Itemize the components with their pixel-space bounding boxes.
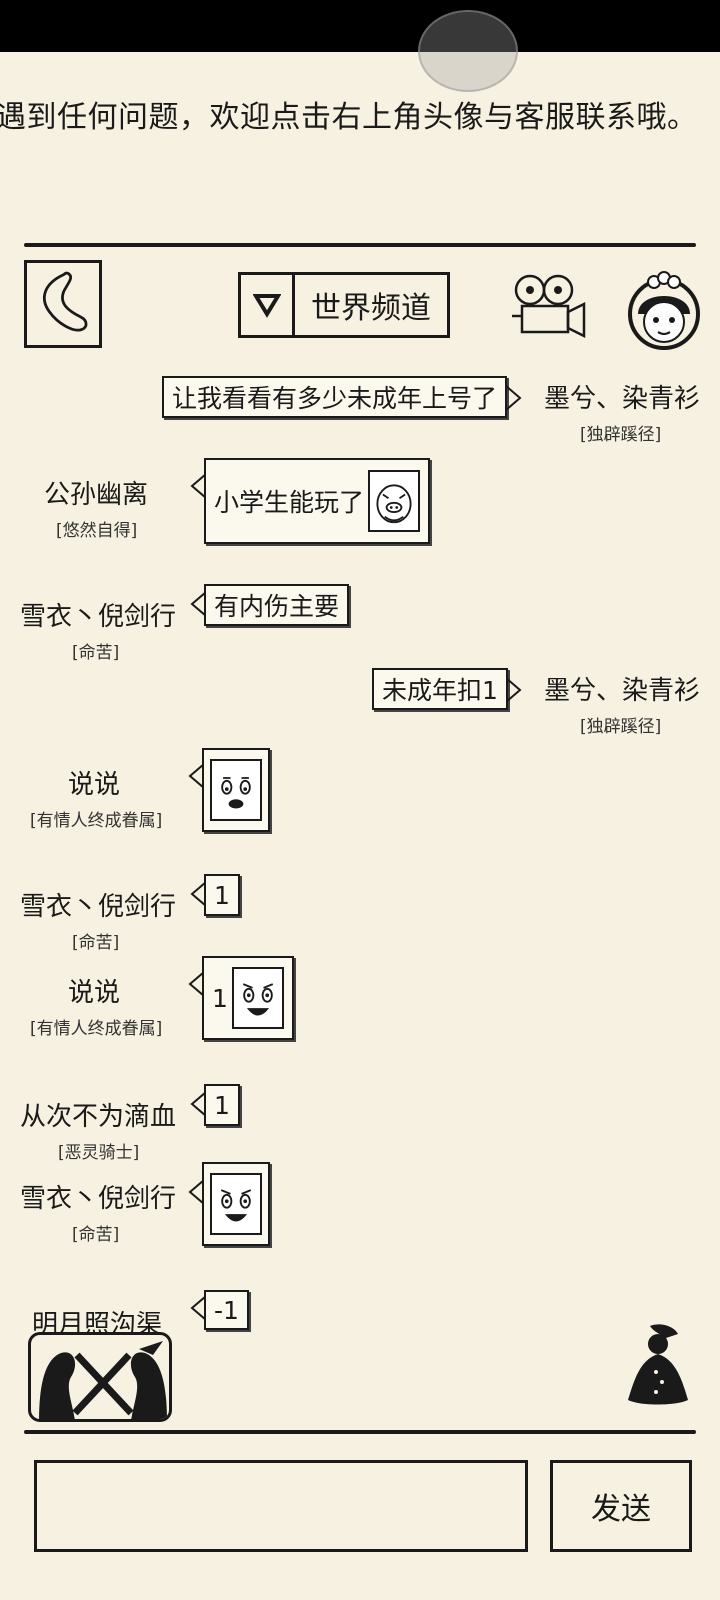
smile-face-sticker-icon: [210, 759, 262, 821]
message-text: 1: [214, 1090, 230, 1120]
chat-bubble: 未成年扣1: [372, 668, 508, 710]
status-bar: [0, 0, 720, 52]
bubble-tail-icon: [190, 591, 206, 617]
chat-bubble: 1: [204, 1084, 240, 1126]
video-camera-icon[interactable]: [508, 272, 590, 344]
message-text: 让我看看有多少未成年上号了: [172, 384, 498, 413]
send-button[interactable]: 发送: [550, 1460, 692, 1552]
chat-bubble: -1: [204, 1290, 249, 1330]
sender-name[interactable]: 公孙幽离: [44, 480, 149, 510]
crossed-swords-duel-icon[interactable]: [28, 1332, 172, 1422]
chat-input[interactable]: [34, 1460, 528, 1552]
sender-name[interactable]: 说说: [68, 770, 121, 800]
chat-bubble: 让我看看有多少未成年上号了: [162, 376, 508, 418]
sender-name[interactable]: 墨兮、染青衫: [544, 384, 701, 414]
notice-text: 遇到任何问题，欢迎点击右上角头像与客服联系哦。: [0, 100, 698, 135]
sender-title: [独辟蹊径]: [580, 425, 662, 445]
sender-name[interactable]: 墨兮、染青衫: [544, 676, 701, 706]
message-text: 1: [214, 880, 230, 910]
sender-title: [有情人终成眷属]: [30, 1019, 163, 1039]
message-text: 小学生能玩了: [214, 488, 365, 517]
customer-service-avatar[interactable]: [624, 266, 704, 356]
laugh-face-sticker-icon: [210, 1173, 262, 1235]
bubble-tail-icon: [188, 763, 204, 789]
sender-name[interactable]: 雪衣丶倪剑行: [20, 892, 177, 922]
chat-bubble: 有内伤主要: [204, 584, 350, 626]
sender-title: [命苦]: [72, 1225, 120, 1245]
chat-bubble: [202, 748, 270, 832]
sender-name[interactable]: 雪衣丶倪剑行: [20, 1184, 177, 1214]
laugh-face-sticker-icon: [231, 967, 284, 1029]
bubble-tail-icon: [188, 971, 204, 997]
bubble-tail-icon: [190, 881, 206, 907]
sender-title: [独辟蹊径]: [580, 717, 662, 737]
chat-bubble: 小学生能玩了: [204, 458, 431, 544]
sender-name[interactable]: 雪衣丶倪剑行: [20, 602, 177, 632]
message-text: -1: [214, 1295, 239, 1325]
bubble-tail-icon: [506, 677, 522, 703]
sender-title: [命苦]: [72, 643, 120, 663]
sender-title: [有情人终成眷属]: [30, 811, 163, 831]
bubble-tail-icon: [506, 385, 522, 411]
floating-assist-button[interactable]: [418, 10, 518, 92]
back-arrow-icon: [43, 271, 88, 332]
message-text: 1: [212, 983, 228, 1013]
bubble-tail-icon: [190, 1295, 206, 1321]
message-text: 未成年扣1: [382, 676, 498, 705]
chat-bubble: 1: [204, 874, 240, 916]
sender-title: [恶灵骑士]: [58, 1143, 140, 1163]
pig-face-sticker-icon: [368, 470, 421, 532]
composer-divider: [24, 1430, 696, 1434]
sender-name[interactable]: 说说: [68, 978, 121, 1008]
bubble-tail-icon: [190, 473, 206, 499]
meditating-figure-icon[interactable]: [620, 1320, 694, 1412]
sender-name[interactable]: 从次不为滴血: [20, 1102, 177, 1132]
message-text: 有内伤主要: [214, 592, 340, 621]
triangle-down-icon: [241, 275, 295, 335]
channel-selector[interactable]: 世界频道: [238, 272, 450, 338]
bubble-tail-icon: [190, 1091, 206, 1117]
sender-title: [命苦]: [72, 933, 120, 953]
header-divider: [24, 243, 696, 247]
channel-label: 世界频道: [311, 291, 431, 326]
back-button[interactable]: [24, 260, 102, 348]
chat-bubble: [202, 1162, 270, 1246]
bubble-tail-icon: [188, 1179, 204, 1205]
chat-bubble: 1: [202, 956, 294, 1040]
sender-title: [悠然自得]: [56, 521, 138, 541]
